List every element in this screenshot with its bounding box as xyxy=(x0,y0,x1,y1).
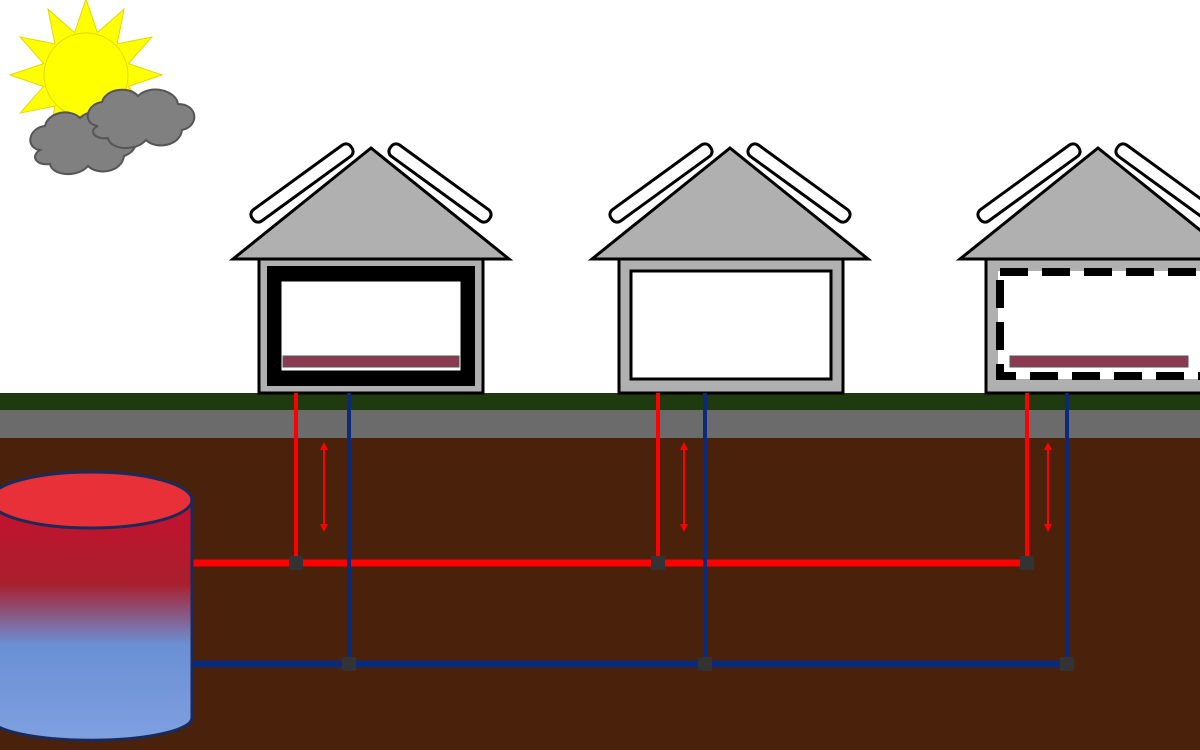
soil xyxy=(0,438,1200,750)
solar-panel-left xyxy=(608,142,714,224)
supply-junction xyxy=(1020,556,1034,570)
house-thick-insulation xyxy=(228,142,514,395)
interior-room xyxy=(629,269,833,381)
supply-junction xyxy=(289,556,303,570)
service-connection-3 xyxy=(1020,393,1074,671)
solar-panel-left xyxy=(249,142,355,224)
insulation-layer xyxy=(996,268,1200,380)
grass-strip xyxy=(0,393,1200,410)
supply-junction xyxy=(651,556,665,570)
house-gray-insulation xyxy=(587,142,873,395)
solar-panel-right xyxy=(387,142,493,224)
solar-panel-right xyxy=(1114,142,1200,224)
service-connection-1 xyxy=(289,393,356,671)
storage-tank-icon xyxy=(0,470,194,742)
radiator xyxy=(282,355,460,368)
solar-panel-right xyxy=(746,142,852,224)
radiator xyxy=(1009,355,1189,368)
service-connection-2 xyxy=(651,393,712,671)
return-junction xyxy=(1060,657,1074,671)
cloud-icon xyxy=(29,88,196,175)
house-dashed-insulation xyxy=(955,142,1200,395)
return-junction xyxy=(698,657,712,671)
return-junction xyxy=(342,657,356,671)
pavement-strip xyxy=(0,410,1200,438)
solar-panel-left xyxy=(976,142,1082,224)
